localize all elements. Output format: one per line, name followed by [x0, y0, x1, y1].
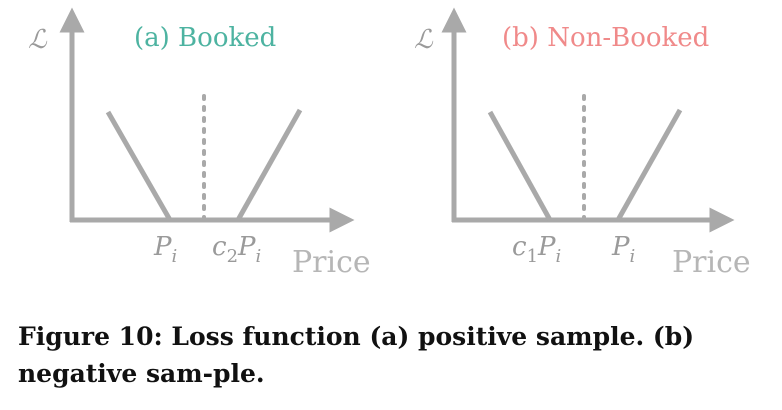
panel-b-title: (b) Non-Booked: [502, 23, 709, 53]
panel-a-loss-right: [235, 108, 303, 222]
panel-a-tick-c2pi: c2Pi: [212, 232, 261, 267]
panel-a-tick-pi: Pi: [153, 232, 177, 267]
panel-b-tick-c1pi: c1Pi: [512, 232, 561, 267]
panel-b-x-label: Price: [672, 245, 751, 280]
loss-function-figure: ℒ (a) Booked Pi c2Pi Price ℒ (b) Non-Boo…: [28, 7, 751, 280]
panel-b-loss-right: [615, 108, 683, 222]
panel-a-title: (a) Booked: [134, 23, 276, 53]
panel-a-booked: ℒ (a) Booked Pi c2Pi Price: [28, 7, 371, 280]
panel-b-y-label: ℒ: [414, 25, 434, 55]
panel-a-y-label: ℒ: [28, 25, 48, 55]
panel-b-non-booked: ℒ (b) Non-Booked c1Pi Pi Price: [414, 7, 751, 280]
figure-caption: Figure 10: Loss function (a) positive sa…: [18, 322, 695, 388]
panel-b-loss-left: [487, 110, 553, 222]
panel-b-tick-pi: Pi: [611, 232, 635, 267]
panel-a-loss-left: [105, 110, 173, 222]
panel-a-x-label: Price: [292, 245, 371, 280]
